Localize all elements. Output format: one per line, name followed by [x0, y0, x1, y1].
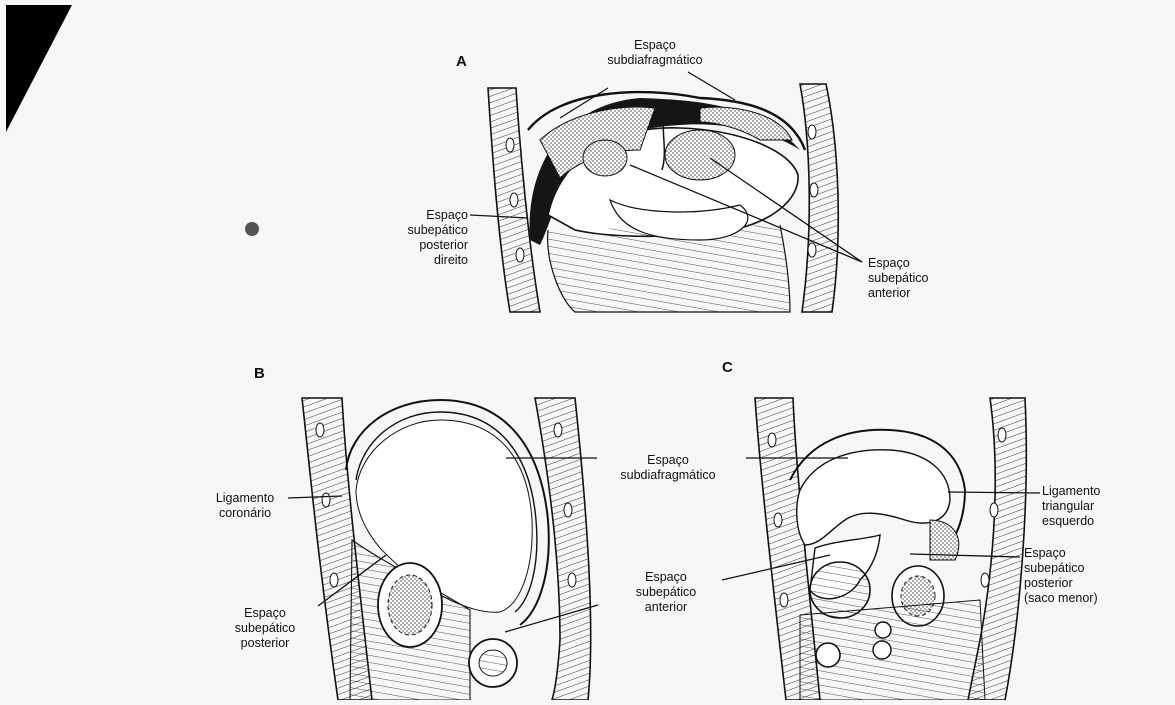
panel-b-drawing: [288, 398, 598, 700]
panel-label-c: C: [722, 359, 733, 376]
label-a-anterior-subhepatic-space: Espaço subepático anterior: [868, 256, 958, 301]
panel-c-drawing: [722, 398, 1040, 700]
panel-label-a: A: [456, 53, 467, 70]
label-c-left-triangular-ligament: Ligamento triangular esquerdo: [1042, 484, 1132, 529]
label-b-coronary-ligament: Ligamento coronário: [205, 491, 285, 521]
label-a-subdiaphragmatic-space: Espaço subdiafragmático: [600, 38, 710, 68]
smudge-mark: [245, 222, 259, 236]
label-anterior-subhepatic-space: Espaço subepático anterior: [616, 570, 716, 615]
label-subdiaphragmatic-space: Espaço subdiafragmático: [603, 453, 733, 483]
panel-a-drawing: [470, 72, 862, 312]
corner-mark: [6, 5, 72, 132]
label-a-right-posterior-subhepatic-space: Espaço subepático posterior direito: [388, 208, 468, 268]
label-c-posterior-subhepatic-lesser-sac: Espaço subepático posterior (saco menor): [1024, 546, 1124, 606]
label-b-posterior-subhepatic-space: Espaço subepático posterior: [225, 606, 305, 651]
panel-label-b: B: [254, 365, 265, 382]
